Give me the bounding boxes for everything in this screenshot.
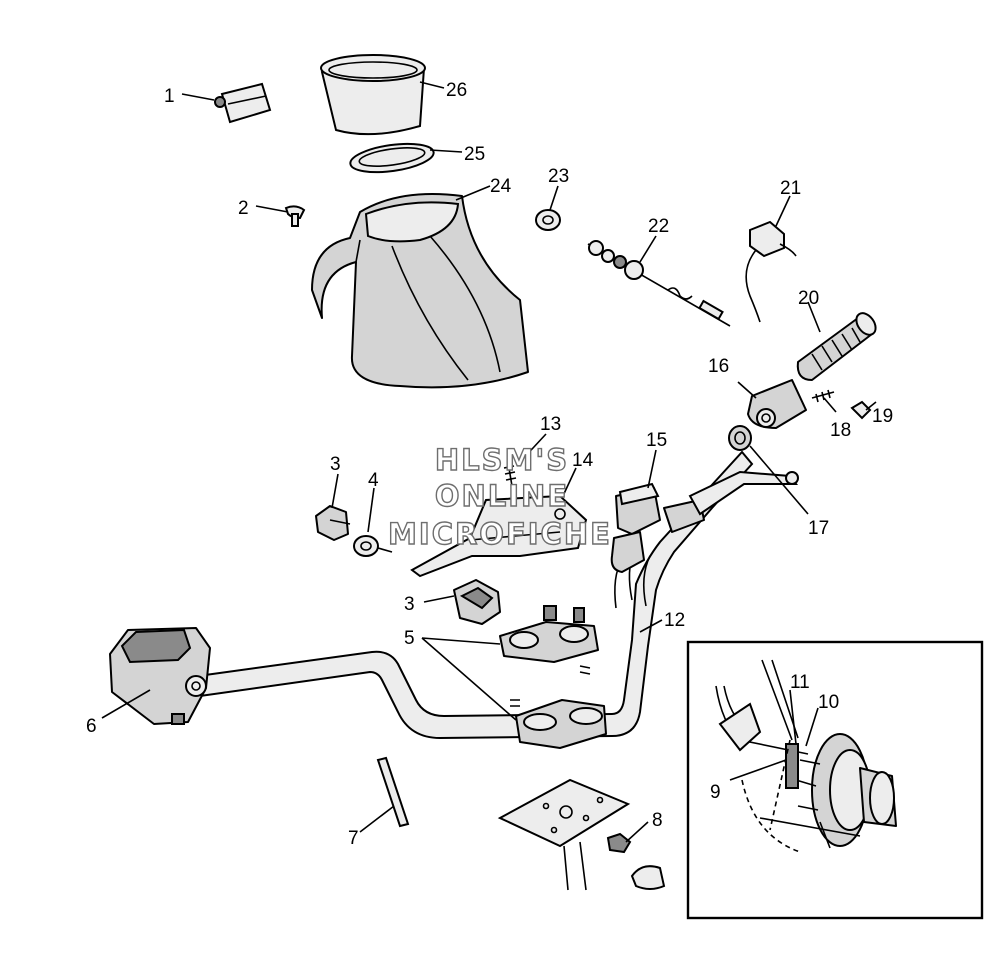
part-5-clamp-lower: [515, 699, 607, 749]
part-21-connector: [745, 220, 797, 323]
part-26-bezel-ring: [320, 54, 426, 136]
part-16-throttle-housing: [747, 379, 807, 429]
callout-6: 6: [86, 716, 97, 737]
callout-labels: 1 2 3 3 4 5 6 7 8 9 10 11 12 13 14 15 16…: [86, 80, 893, 849]
part-3-connector-upper: [315, 505, 351, 541]
callout-2: 2: [238, 198, 249, 219]
part-1-switch: [214, 82, 272, 124]
part-6-switch-housing: [109, 627, 211, 725]
part-15-master-cylinder: [610, 470, 799, 573]
leader-lines: [101, 81, 877, 843]
callout-8: 8: [652, 810, 663, 831]
callout-18: 18: [830, 420, 851, 441]
callout-10: 10: [818, 692, 839, 713]
part-2-screw: [284, 205, 306, 227]
part-17-bushing: [728, 425, 752, 451]
part-22-cable-assembly: [587, 240, 731, 327]
callout-20: 20: [798, 288, 819, 309]
callout-14: 14: [572, 450, 594, 471]
callout-24: 24: [490, 176, 512, 197]
part-24-headlight-pod: [311, 193, 529, 389]
callout-3-lower: 3: [404, 594, 415, 615]
part-25-ring: [349, 142, 435, 174]
part-8-nut: [606, 832, 632, 854]
part-23-nut: [535, 209, 561, 231]
watermark-line-3: MICROFICHE: [388, 517, 612, 551]
callout-9: 9: [710, 782, 721, 803]
part-13-screw: [503, 461, 517, 487]
callout-26: 26: [446, 80, 467, 101]
callout-17: 17: [808, 518, 829, 539]
callout-5: 5: [404, 628, 415, 649]
callout-22: 22: [648, 216, 669, 237]
part-7-cable-tie: [376, 756, 410, 828]
callout-4: 4: [368, 470, 379, 491]
hose-clamp: [630, 865, 666, 890]
callout-21: 21: [780, 178, 801, 199]
callout-23: 23: [548, 166, 569, 187]
callout-11: 11: [790, 672, 810, 693]
part-19-bolt: [850, 400, 872, 420]
callout-15: 15: [646, 430, 667, 451]
part-20-grip: [796, 312, 877, 381]
callout-12: 12: [664, 610, 685, 631]
steering-mount-plate: [497, 778, 631, 891]
callout-25: 25: [464, 144, 485, 165]
part-5-clamp-upper: [499, 605, 599, 663]
callout-1: 1: [164, 86, 175, 107]
callout-3-upper: 3: [330, 454, 341, 475]
callout-16: 16: [708, 356, 729, 377]
callout-19: 19: [872, 406, 893, 427]
part-4-nut: [353, 535, 393, 557]
callout-13: 13: [540, 414, 561, 435]
part-18-screw: [811, 389, 835, 403]
part-14-bracket: [410, 494, 588, 578]
callout-7: 7: [348, 828, 359, 849]
detail-inset: [686, 640, 984, 920]
part-3-connector-lower: [453, 579, 501, 625]
watermark: HLSM'S ONLINE MICROFICHE: [387, 442, 612, 551]
watermark-line-1: HLSM'S: [435, 443, 569, 477]
watermark-line-2: ONLINE: [435, 479, 569, 513]
